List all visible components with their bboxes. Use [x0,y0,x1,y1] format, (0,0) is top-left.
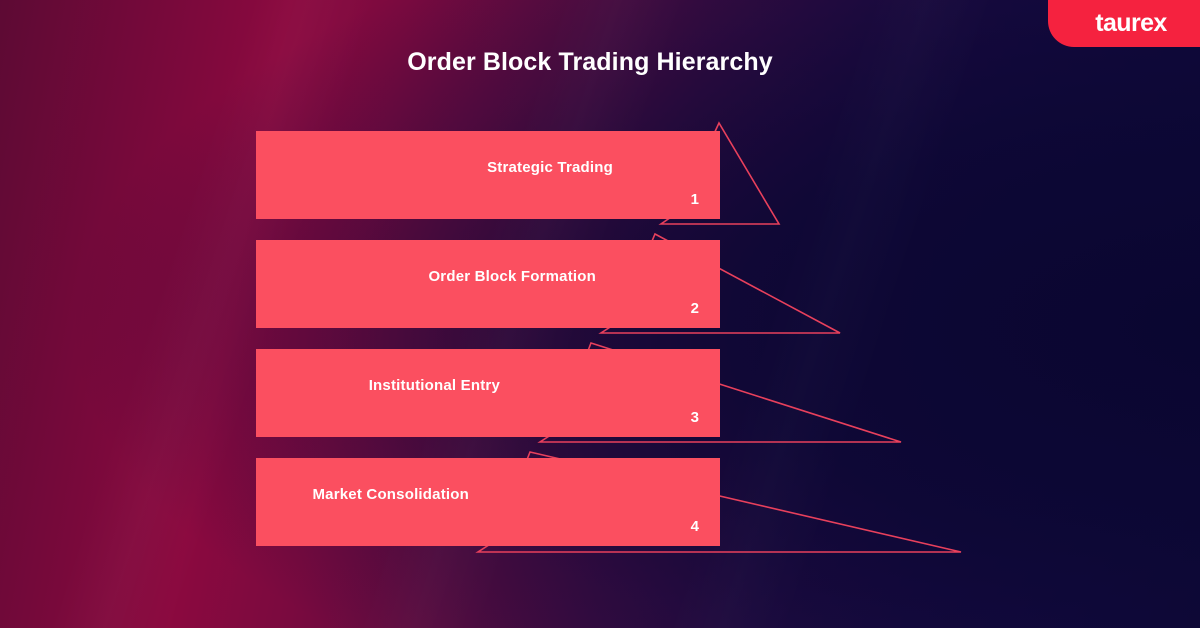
pyramid-level-1: Strategic Trading 1 [256,131,720,219]
level-1-label: Strategic Trading [487,159,613,176]
page-title: Order Block Trading Hierarchy [407,48,773,76]
brand-badge: taurex [1048,0,1200,47]
pyramid-level-3: Institutional Entry 3 [256,349,720,437]
level-4-rank: 4 [690,518,699,535]
level-4-label: Market Consolidation [312,486,469,503]
pyramid-level-4: Market Consolidation 4 [256,458,720,546]
pyramid-level-2: Order Block Formation 2 [256,240,720,328]
level-2-rank: 2 [690,300,699,317]
brand-name: taurex [1095,9,1167,37]
level-1-rank: 1 [690,191,699,208]
level-3-label: Institutional Entry [368,377,500,394]
level-3-rank: 3 [690,409,699,426]
level-2-label: Order Block Formation [428,268,596,285]
